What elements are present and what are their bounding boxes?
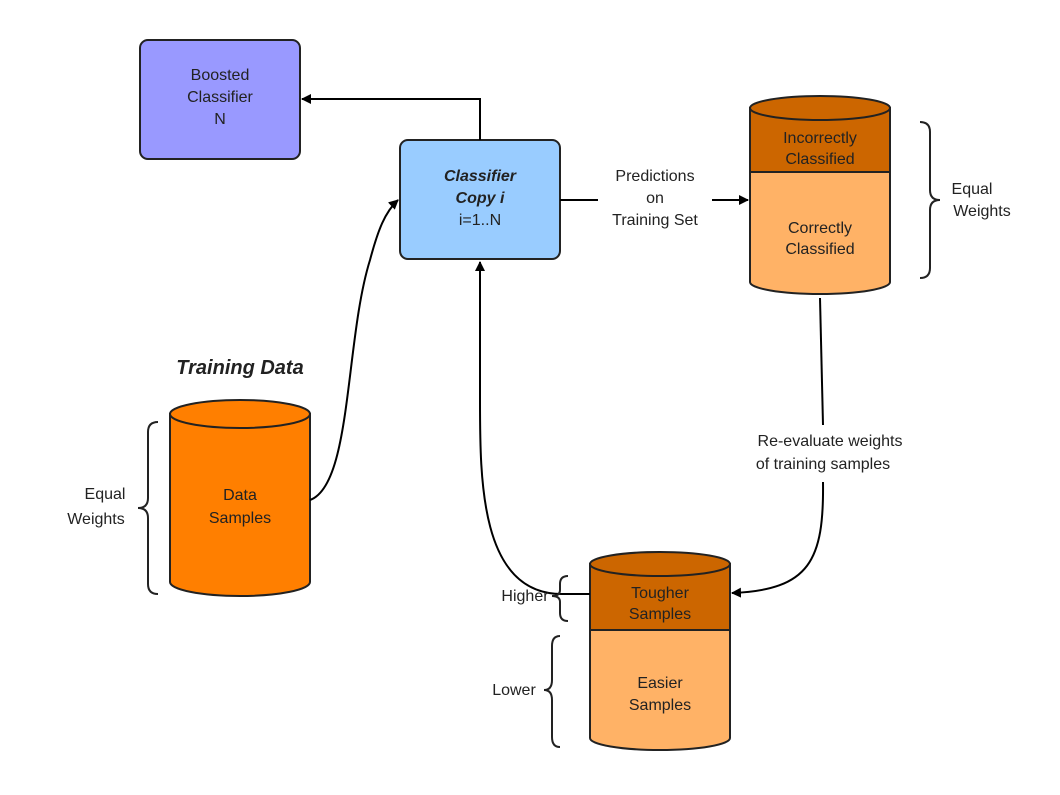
predictions-label-line2: on bbox=[646, 190, 664, 207]
data-weights-line1: Equal bbox=[85, 486, 126, 503]
data-samples-line2: Samples bbox=[209, 510, 271, 527]
reevaluate-arrow-bottom bbox=[731, 481, 825, 598]
reevaluate-arrow-top bbox=[819, 297, 824, 426]
boosted-label-line2: Classifier bbox=[187, 89, 253, 106]
reevaluate-line2: of training samples bbox=[756, 456, 890, 473]
boosted-label-line3: N bbox=[214, 111, 226, 128]
boosted-label-line1: Boosted bbox=[191, 67, 250, 84]
data-samples-line1: Data bbox=[223, 487, 257, 504]
incorrectly-label-line1: Incorrectly bbox=[783, 130, 857, 147]
correctly-label-line2: Classified bbox=[785, 241, 854, 258]
data-to-classifier-arrow bbox=[309, 199, 399, 501]
data-samples-cylinder: Data Samples bbox=[169, 399, 311, 597]
higher-brace bbox=[551, 575, 569, 622]
tougher-label-line1: Tougher bbox=[631, 585, 689, 602]
weighted-samples-cylinder: Tougher Samples Easier Samples bbox=[589, 551, 731, 751]
easier-label-line1: Easier bbox=[637, 675, 683, 692]
classifier-label-line2: Copy i bbox=[456, 190, 505, 207]
lower-label: Lower bbox=[492, 682, 536, 699]
training-data-title: Training Data bbox=[176, 357, 303, 379]
data-cylinder-body bbox=[169, 413, 311, 597]
tougher-label-line2: Samples bbox=[629, 606, 691, 623]
predictions-label-line1: Predictions bbox=[615, 168, 694, 185]
results-cylinder-cap bbox=[749, 95, 891, 121]
results-weights-line2: Weights bbox=[953, 203, 1011, 220]
reevaluate-line1: Re-evaluate weights bbox=[758, 433, 903, 450]
data-weights-line2: Weights bbox=[67, 511, 125, 528]
classifier-label-line1: Classifier bbox=[444, 168, 517, 185]
results-cylinder-bottom bbox=[749, 171, 891, 295]
higher-label: Higher bbox=[501, 588, 549, 605]
classifier-label-line3: i=1..N bbox=[459, 212, 501, 229]
data-cylinder-cap bbox=[169, 399, 311, 429]
weighted-cylinder-cap bbox=[589, 551, 731, 577]
tougher-to-classifier-arrow bbox=[475, 261, 590, 595]
classifier-to-boosted-arrow bbox=[301, 94, 481, 140]
lower-brace bbox=[543, 635, 561, 748]
results-weights-line1: Equal bbox=[952, 181, 993, 198]
boosted-box-shape bbox=[139, 39, 301, 160]
correctly-label-line1: Correctly bbox=[788, 220, 852, 237]
classifier-copy-box[interactable]: Classifier Copy i i=1..N bbox=[399, 139, 561, 260]
incorrectly-label-line2: Classified bbox=[785, 151, 854, 168]
results-weights-brace bbox=[919, 121, 941, 279]
results-cylinder: Incorrectly Classified Correctly Classif… bbox=[749, 95, 891, 295]
predictions-label-line3: Training Set bbox=[612, 212, 698, 229]
data-weights-brace bbox=[137, 421, 159, 595]
weighted-cylinder-bottom bbox=[589, 629, 731, 751]
boosted-classifier-box[interactable]: Boosted Classifier N bbox=[139, 39, 301, 160]
easier-label-line2: Samples bbox=[629, 697, 691, 714]
